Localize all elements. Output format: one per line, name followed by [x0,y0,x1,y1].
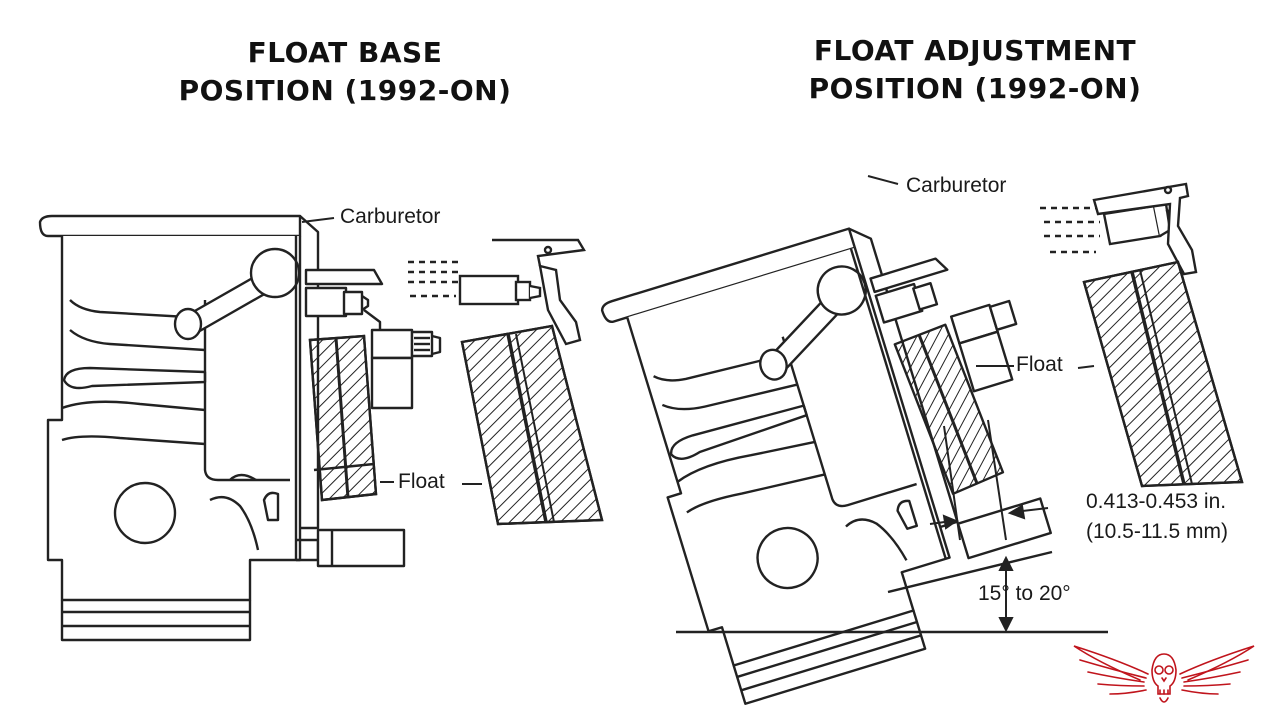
left-float-label: Float [398,470,445,493]
left-title-line1: FLOAT BASE [247,36,443,69]
right-title-line1: FLOAT ADJUSTMENT [813,34,1137,67]
left-float-exploded [408,238,604,526]
left-panel-title: FLOAT BASE POSITION (1992-ON) [140,34,550,110]
right-carburetor-label: Carburetor [906,174,1007,197]
right-float-exploded [1040,182,1244,488]
angle-label: 15° to 20° [978,582,1071,605]
left-title-line2: POSITION (1992-ON) [178,74,512,107]
left-leader-lines [301,217,482,485]
left-float-inline [308,334,378,502]
measurement-mm-label: (10.5-11.5 mm) [1086,520,1228,543]
measurement-inches-label: 0.413-0.453 in. [1086,490,1227,513]
left-carburetor-label: Carburetor [340,205,441,228]
winged-skull-emblem-icon [1073,645,1255,703]
right-dimension-lines [676,175,1108,634]
right-float-label: Float [1016,353,1063,376]
right-panel-title: FLOAT ADJUSTMENT POSITION (1992-ON) [770,32,1180,108]
left-carburetor-drawing [38,214,442,642]
right-title-line2: POSITION (1992-ON) [808,72,1142,105]
right-carburetor-drawing [600,227,1052,705]
